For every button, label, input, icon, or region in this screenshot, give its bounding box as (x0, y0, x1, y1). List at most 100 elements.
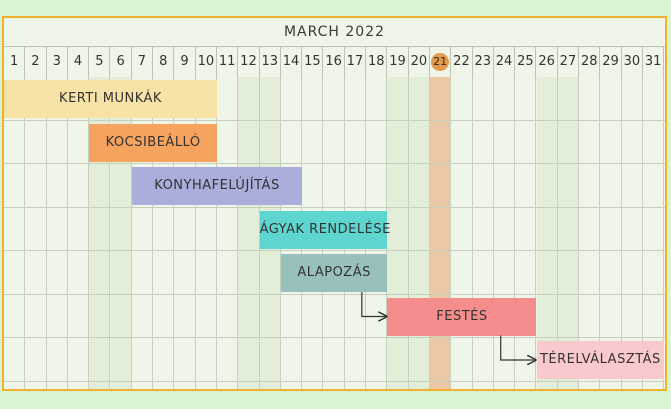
day-label: 24 (495, 54, 513, 69)
day-label: 22 (453, 54, 470, 69)
day-column (494, 77, 516, 389)
dependency-arrow (361, 292, 387, 317)
day-label: 6 (116, 54, 125, 69)
day-20: 20 (409, 47, 430, 77)
month-header: MARCH 2022 (4, 18, 665, 47)
day-6: 6 (111, 47, 132, 77)
day-column (579, 77, 601, 389)
dependency-layer (361, 292, 665, 389)
task-bar[interactable]: KONYHAFELÚJÍTÁS (131, 167, 303, 205)
day-18: 18 (366, 47, 388, 77)
day-10: 10 (196, 47, 217, 77)
day-label: 8 (159, 54, 168, 69)
day-column (174, 77, 196, 389)
day-column (132, 77, 154, 389)
row-divider (4, 250, 665, 251)
task-bar[interactable]: ÁGYAK RENDELÉSE (259, 210, 390, 249)
day-28: 28 (579, 47, 601, 77)
dependency-arrow (500, 335, 536, 361)
day-label: 21 (431, 53, 450, 71)
day-11: 11 (217, 47, 239, 77)
day-label: 2 (31, 54, 40, 69)
day-label: 1 (10, 54, 19, 69)
day-column (557, 77, 580, 389)
day-column (473, 77, 494, 389)
day-label: 23 (474, 54, 492, 69)
row-divider (4, 293, 665, 295)
day-label: 7 (137, 54, 147, 69)
day-label: 18 (367, 54, 385, 69)
row-divider (4, 206, 665, 208)
day-30: 30 (622, 47, 643, 77)
day-label: 3 (52, 54, 61, 69)
day-column (622, 77, 643, 389)
day-17: 17 (345, 47, 367, 77)
day-label: 28 (580, 54, 598, 69)
day-15: 15 (302, 47, 324, 77)
day-26: 26 (537, 47, 558, 77)
day-label: 27 (559, 54, 577, 69)
day-4: 4 (68, 47, 90, 77)
day-7: 7 (132, 47, 154, 77)
day-column (25, 77, 47, 389)
day-label: 19 (389, 54, 406, 69)
day-label: 13 (261, 54, 279, 69)
day-label: 9 (180, 54, 189, 69)
day-label: 26 (538, 54, 555, 69)
day-label: 5 (95, 54, 104, 69)
day-2: 2 (25, 47, 47, 77)
day-24: 24 (494, 47, 516, 77)
day-22: 22 (451, 47, 473, 77)
day-label: 15 (304, 54, 321, 69)
day-29: 29 (600, 47, 622, 77)
day-23: 23 (473, 47, 494, 77)
day-label: 16 (325, 54, 342, 69)
day-1: 1 (4, 47, 26, 77)
day-12: 12 (238, 47, 260, 77)
day-label: 12 (240, 54, 257, 69)
task-bar[interactable]: FESTÉS (387, 297, 537, 336)
day-3: 3 (47, 47, 68, 77)
row-divider (4, 380, 665, 382)
day-column (451, 77, 473, 389)
day-column (153, 77, 175, 389)
row-divider (4, 119, 665, 121)
day-label: 29 (602, 54, 619, 69)
task-bar[interactable]: ALAPOZÁS (280, 254, 388, 292)
day-column (217, 77, 239, 389)
day-column (600, 77, 622, 389)
day-label: 11 (218, 54, 236, 69)
row-divider (4, 163, 665, 164)
day-14: 14 (281, 47, 303, 77)
day-label: 4 (73, 54, 83, 69)
day-column (47, 77, 68, 389)
day-27: 27 (558, 47, 580, 77)
day-column (238, 77, 260, 389)
day-column (536, 77, 558, 389)
day-16: 16 (324, 47, 345, 77)
task-bar[interactable]: KOCSIBEÁLLÓ (89, 123, 217, 162)
timeline-grid: KERTI MUNKÁK KOCSIBEÁLLÓ KONYHAFELÚJÍTÁS ÁG… (4, 77, 665, 389)
day-column (196, 77, 217, 389)
day-25: 25 (515, 47, 537, 77)
day-label: 10 (197, 54, 215, 69)
day-label: 30 (623, 54, 641, 69)
day-5: 5 (89, 47, 111, 77)
row-divider (4, 337, 665, 338)
day-column (515, 77, 537, 389)
task-bar[interactable]: TÉRELVÁLASZTÁS (536, 341, 665, 379)
day-label: 17 (346, 54, 364, 69)
task-bar[interactable]: KERTI MUNKÁK (4, 80, 217, 118)
day-column (4, 77, 26, 389)
day-column (68, 77, 90, 389)
day-31: 31 (643, 47, 665, 77)
day-8: 8 (153, 47, 175, 77)
day-13: 13 (260, 47, 281, 77)
day-19: 19 (387, 47, 409, 77)
day-21: 21 (430, 47, 452, 77)
day-column (643, 77, 665, 389)
day-label: 25 (517, 54, 534, 69)
day-label: 14 (282, 54, 300, 69)
